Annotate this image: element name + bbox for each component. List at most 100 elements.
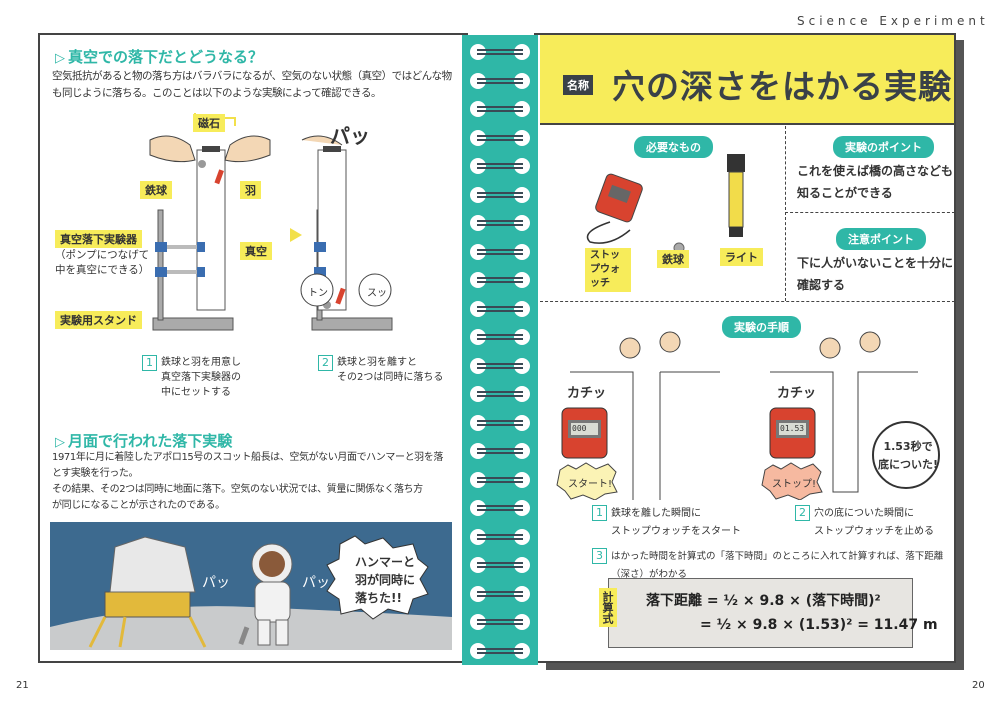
label-apparatus: 真空落下実験器: [55, 230, 142, 248]
caption-line: はかった時間を計算式の「落下時間」のところに入れて計算すれば、落下距離: [611, 551, 944, 562]
spiral-ring: [470, 300, 530, 317]
spiral-ring: [470, 272, 530, 288]
stopwatch-display-2: 01.53: [780, 424, 805, 433]
caution-text: 下に人がいないことを十分に 確認する: [797, 252, 953, 296]
caption-line: 穴の底についた瞬間に: [814, 508, 914, 519]
apparatus-note: （ポンプにつなげて 中を真空にできる）: [55, 248, 149, 278]
formula-box: [608, 578, 913, 648]
divider-middle: [785, 212, 955, 213]
astronaut: [251, 543, 293, 646]
label-stand: 実験用スタンド: [55, 311, 142, 329]
caption-line: 鉄球と羽を離すと: [337, 357, 417, 368]
bubble-line: ハンマーと: [355, 555, 416, 569]
caution-label: 注意ポイント: [836, 228, 926, 250]
ton-sound: トン: [308, 288, 328, 299]
moon-pa-left: パッ: [202, 575, 230, 591]
point-label: 実験のポイント: [833, 136, 934, 158]
caption-line: 鉄球を離した瞬間に: [611, 508, 701, 519]
spiral-ring: [470, 414, 530, 431]
spiral-ring: [470, 443, 530, 459]
needs-label: 必要なもの: [634, 136, 713, 158]
text-line: 知ることができる: [797, 186, 893, 200]
procedure-step-3: 3 はかった時間を計算式の「落下時間」のところに入れて計算すれば、落下距離（深さ…: [592, 548, 943, 584]
step-number: 1: [592, 505, 607, 521]
scene-stop: [761, 331, 940, 500]
item-stopwatch: ストップウォッチ: [585, 248, 631, 292]
hammer: [238, 626, 250, 646]
iron-ball-icon: [673, 242, 685, 250]
formula-line-1: 落下距離 = ½ × 9.8 × (落下時間)²: [646, 593, 881, 609]
title-tag: 名称: [563, 75, 593, 95]
caption-line: ストップウォッチをスタート: [611, 526, 741, 537]
flashlight-icon: [727, 154, 745, 237]
text-line: も同じように落ちる。このことは以下のような実験によって確認できる。: [52, 87, 381, 99]
spiral-ring: [470, 101, 530, 117]
moon-bubble-text: ハンマーと 羽が同時に 落ちた!!: [355, 553, 415, 607]
su-sound: スッ: [367, 288, 387, 299]
step-number: 2: [795, 505, 810, 521]
spiral-ring: [470, 557, 530, 573]
procedure-label: 実験の手順: [722, 316, 801, 338]
heading-text: 月面で行われた落下実験: [68, 432, 233, 450]
caption-line: 中にセットする: [161, 387, 231, 398]
page-number-right: 20: [972, 680, 985, 691]
bubble-line: 底についた!: [878, 458, 939, 471]
text-line: 確認する: [797, 278, 846, 292]
spiral-ring: [470, 158, 530, 174]
caption-line: （深さ）がわかる: [611, 569, 688, 580]
spiral-ring: [470, 186, 530, 203]
step-caption-2: 2 鉄球と羽を離すとその2つは同時に落ちる: [318, 355, 443, 385]
section-text-moon: 1971年に月に着陸したアポロ15号のスコット船長は、空気がない月面でハンマーと…: [52, 450, 457, 514]
moon-illustration: [50, 522, 452, 650]
apparatus-before: [149, 113, 271, 331]
section-text-vacuum: 空気抵抗があると物の落ち方はバラバラになるが、空気のない状態（真空）ではどんな物…: [52, 68, 457, 102]
label-iron-ball: 鉄球: [140, 181, 172, 199]
spiral-ring: [470, 386, 530, 402]
caption-line: 鉄球と羽を用意し: [161, 357, 241, 368]
next-arrow-icon: [290, 228, 302, 242]
page-title: 穴の深さをはかる実験: [612, 67, 952, 106]
vacuum-drop-diagram: [149, 113, 393, 331]
divider-horizontal: [540, 301, 955, 302]
text-line: 空気抵抗があると物の落ち方はバラバラになるが、空気のない状態（真空）ではどんな物: [52, 70, 452, 82]
spiral-ring: [470, 500, 530, 516]
spiral-ring: [470, 471, 530, 488]
kachi-sound-2: カチッ: [777, 386, 817, 401]
apparatus-after: [300, 135, 393, 331]
label-vacuum: 真空: [240, 242, 272, 260]
spiral-ring: [470, 44, 530, 60]
needs-illustration: [586, 154, 745, 250]
spiral-ring: [470, 129, 530, 146]
divider-vertical: [785, 126, 786, 301]
label-feather: 羽: [240, 181, 261, 199]
text-line: が同じになることが示されたのである。: [52, 500, 225, 511]
caption-line: その2つは同時に落ちる: [337, 372, 444, 383]
spiral-ring: [470, 243, 530, 260]
procedure-illustration: [556, 331, 940, 500]
spiral-ring: [470, 528, 530, 545]
spiral-ring: [470, 72, 530, 89]
spiral-binding: [462, 35, 538, 665]
pa-sound: パッ: [330, 124, 370, 148]
section-heading-vacuum: ▷真空での落下だとどうなる？: [55, 48, 264, 66]
stop-burst-text: ストップ!: [772, 479, 817, 490]
formula-line-2: = ½ × 9.8 × (1.53)² = 11.47 m: [700, 617, 938, 633]
caption-line: 真空落下実験器の: [161, 372, 241, 383]
lunar-module: [88, 536, 207, 648]
heading-text: 真空での落下だとどうなる？: [68, 48, 264, 66]
stopwatch-icon: [586, 173, 643, 244]
result-bubble-text: 1.53秒で 底についた!: [878, 438, 938, 474]
item-light: ライト: [720, 248, 763, 266]
point-text: これを使えば橋の高さなども 知ることができる: [797, 160, 953, 204]
bubble-line: 1.53秒で: [883, 440, 933, 453]
title-band: [540, 35, 954, 125]
text-line: 下に人がいないことを十分に: [797, 256, 954, 270]
note-line: （ポンプにつなげて: [55, 249, 150, 261]
step-number: 2: [318, 355, 333, 371]
text-line: 1971年に月に着陸したアポロ15号のスコット船長は、空気がない月面でハンマーと…: [52, 452, 443, 463]
moon-pa-right: パッ: [302, 575, 330, 591]
formula-label: 計算式: [599, 588, 617, 627]
note-line: 中を真空にできる）: [55, 264, 150, 276]
procedure-step-1: 1 鉄球を離した瞬間にストップウォッチをスタート: [592, 505, 741, 541]
spiral-ring: [470, 329, 530, 345]
